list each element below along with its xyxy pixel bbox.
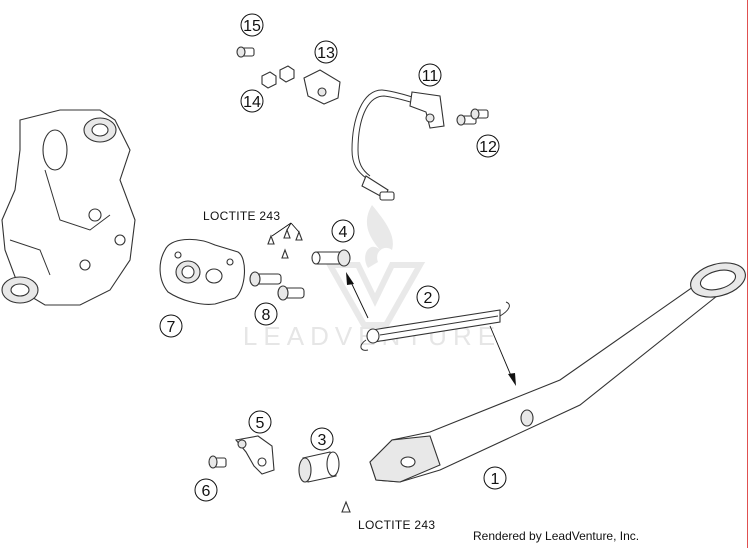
- svg-text:1: 1: [491, 471, 500, 488]
- callout-2: 2: [416, 285, 440, 309]
- svg-text:11: 11: [422, 68, 439, 85]
- callout-14: 14: [240, 89, 264, 113]
- screws-part-12: [456, 108, 489, 126]
- spring-part-2: [360, 301, 510, 351]
- bushing-part-3: [298, 451, 340, 483]
- page-edge-line: [747, 0, 748, 548]
- loctite-label-top: LOCTITE 243: [203, 209, 280, 223]
- bracket-part-5: [234, 435, 275, 475]
- arrow-to-part-4: [346, 272, 369, 319]
- svg-text:6: 6: [202, 483, 211, 500]
- callout-8: 8: [254, 302, 278, 326]
- svg-text:13: 13: [317, 45, 335, 62]
- nuts-part-14: [261, 65, 295, 89]
- svg-text:2: 2: [424, 290, 433, 307]
- loctite-drop-bottom: [341, 500, 351, 513]
- plate-part-7: [159, 238, 245, 305]
- loctite-drops-top: [267, 222, 303, 259]
- bolts-part-8: [249, 271, 305, 301]
- side-stand-part-1: [369, 262, 746, 483]
- loctite-label-bottom: LOCTITE 243: [358, 518, 435, 532]
- callout-3: 3: [310, 427, 334, 451]
- bolt-part-4: [311, 249, 351, 267]
- render-credit: Rendered by LeadVenture, Inc.: [473, 529, 640, 543]
- frame-bracket-part: [1, 109, 136, 306]
- callout-1: 1: [483, 466, 507, 490]
- callout-4: 4: [331, 219, 355, 243]
- callout-6: 6: [194, 478, 218, 502]
- switch-cable-part-11: [351, 89, 445, 201]
- bolt-part-6: [208, 455, 227, 469]
- svg-text:5: 5: [256, 415, 265, 432]
- callout-12: 12: [476, 134, 500, 158]
- sensor-part-13: [303, 69, 341, 105]
- callout-5: 5: [248, 410, 272, 434]
- callout-7: 7: [159, 314, 183, 338]
- callout-15: 15: [240, 13, 264, 37]
- arrow-to-stand: [489, 325, 516, 386]
- svg-text:8: 8: [262, 307, 271, 324]
- callout-13: 13: [314, 40, 338, 64]
- svg-text:4: 4: [339, 224, 348, 241]
- svg-text:15: 15: [243, 18, 261, 35]
- svg-text:3: 3: [318, 432, 327, 449]
- svg-text:12: 12: [479, 139, 497, 156]
- svg-text:14: 14: [243, 94, 261, 111]
- bolt-part-15: [236, 46, 255, 58]
- callout-11: 11: [418, 63, 442, 87]
- svg-text:7: 7: [167, 319, 176, 336]
